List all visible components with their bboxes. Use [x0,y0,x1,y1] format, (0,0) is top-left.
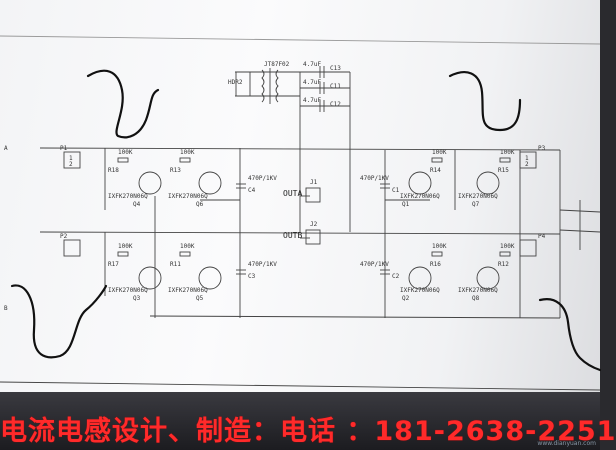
label-c13: C13 [330,65,341,72]
label-p2: P2 [60,233,68,240]
phone-banner: 电流电感设计、制造：电话 ：181-2638-2251 [0,408,615,448]
label-r16: R16 [430,261,441,268]
label-cap-rating-c1: 470P/1KV [360,175,389,182]
label-r14: R14 [430,167,441,174]
label-pin2-p3: 2 [525,161,529,168]
label-r100k-4: 100K [180,243,195,250]
label-cap-small-1: 4.7uF [303,61,321,68]
label-c11: C11 [330,83,341,90]
label-cap-rating-c3: 470P/1KV [248,261,277,268]
label-r100k-2: 100K [180,149,195,156]
label-j2: J2 [310,221,318,228]
photo: OUTA OUTB Q4 Q6 Q3 Q5 Q1 Q7 Q2 Q8 IXFK27… [0,0,602,450]
label-mosfet-part-7: IXFK270N06Q [400,287,440,294]
label-mosfet-part-1: IXFK270N06Q [108,193,148,200]
label-r100k-6: 100K [500,149,515,156]
label-mosfet-part-3: IXFK270N06Q [108,287,148,294]
label-r13: R13 [170,167,181,174]
label-mosfet-part-6: IXFK270N06Q [458,193,498,200]
label-r18: R18 [108,167,119,174]
label-header: HDR2 [228,79,243,86]
label-c12: C12 [330,101,341,108]
label-outa: OUTA [283,189,302,198]
label-r100k-3: 100K [118,243,133,250]
label-grid-a: A [4,145,8,152]
label-c3: C3 [248,273,256,280]
label-c2: C2 [392,273,400,280]
label-pin2-p1: 2 [69,161,73,168]
label-mosfet-part-4: IXFK270N06Q [168,287,208,294]
label-r11: R11 [170,261,181,268]
watermark: www.dianyuan.com [537,440,596,447]
label-mosfet-part-5: IXFK270N06Q [400,193,440,200]
label-r12: R12 [498,261,509,268]
label-grid-b: B [4,305,8,312]
label-r17: R17 [108,261,119,268]
label-q3: Q3 [133,295,141,302]
label-cap-small-3: 4.7uF [303,97,321,104]
label-c1: C1 [392,187,400,194]
label-cap-small-2: 4.7uF [303,79,321,86]
label-cap-rating-c2: 470P/1KV [360,261,389,268]
label-r100k-8: 100K [500,243,515,250]
label-r100k-7: 100K [432,243,447,250]
label-p3: P3 [538,145,546,152]
label-pin1-p3: 1 [525,155,529,162]
label-r100k-5: 100K [432,149,447,156]
label-q2: Q2 [402,295,410,302]
label-q7: Q7 [472,201,480,208]
label-q4: Q4 [133,201,141,208]
label-mosfet-part-8: IXFK270N06Q [458,287,498,294]
label-j1: J1 [310,179,318,186]
label-q5: Q5 [196,295,204,302]
schematic-diagram: OUTA OUTB Q4 Q6 Q3 Q5 Q1 Q7 Q2 Q8 IXFK27… [0,35,602,391]
keyboard-background [0,392,600,450]
label-p1: P1 [60,145,68,152]
label-q6: Q6 [196,201,204,208]
label-q1: Q1 [402,201,410,208]
label-c4: C4 [248,187,256,194]
label-mosfet-part-2: IXFK270N06Q [168,193,208,200]
label-pin1-p1: 1 [69,155,73,162]
label-r15: R15 [498,167,509,174]
label-cap-rating-c4: 470P/1KV [248,175,277,182]
label-transformer: JT87F02 [264,61,290,68]
label-q8: Q8 [472,295,480,302]
label-p4: P4 [538,233,546,240]
label-outb: OUTB [283,231,302,240]
label-r100k-1: 100K [118,149,133,156]
banner-text: 电流电感设计、制造：电话 ：181-2638-2251 [0,415,616,447]
